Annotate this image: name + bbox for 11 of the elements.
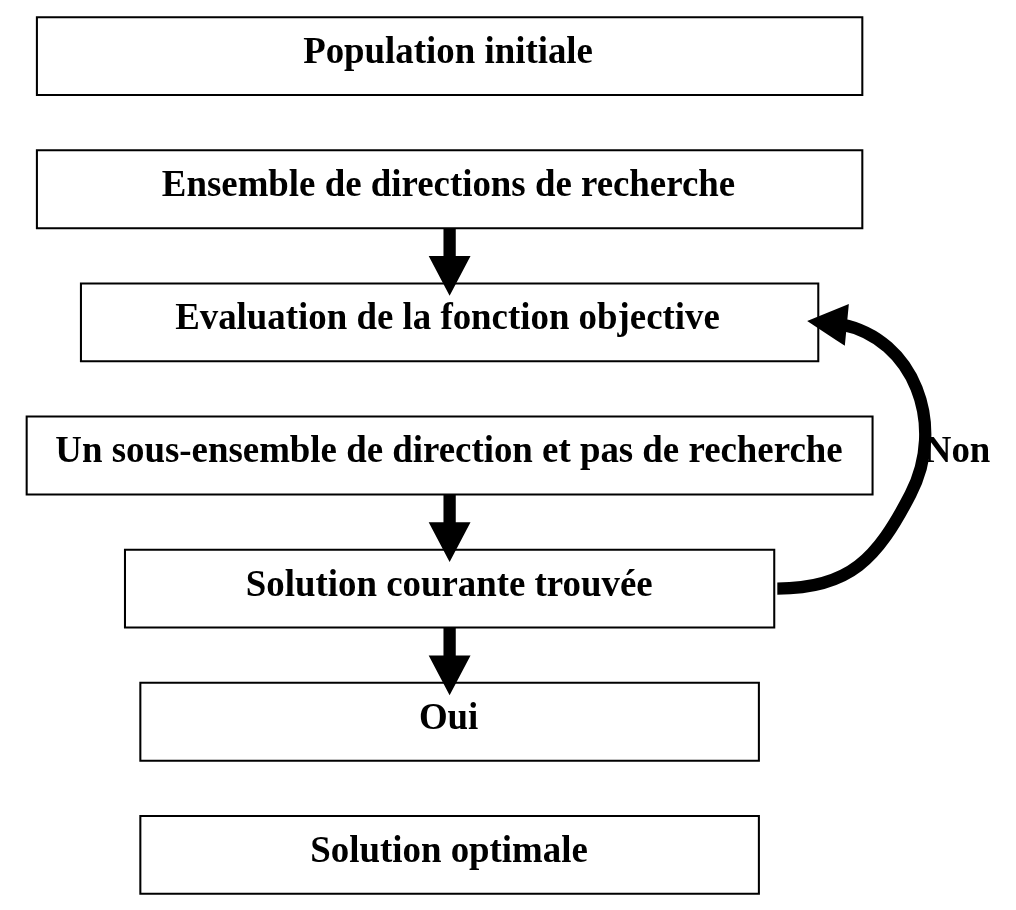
arrow: [776, 303, 931, 595]
node-box: Oui: [138, 681, 760, 762]
node-box: Evaluation de la fonction objective: [79, 281, 819, 362]
node-box: Solution courante trouvée: [123, 548, 775, 629]
node-box: Un sous-ensemble de direction et pas de recherche: [25, 415, 874, 495]
node-box: Population initiale: [35, 15, 863, 96]
arrow: [428, 494, 471, 562]
arrow: [428, 228, 471, 296]
node-box: Ensemble de directions de recherche: [35, 148, 863, 229]
arrow: [428, 627, 471, 695]
node-box: Solution optimale: [138, 814, 760, 895]
